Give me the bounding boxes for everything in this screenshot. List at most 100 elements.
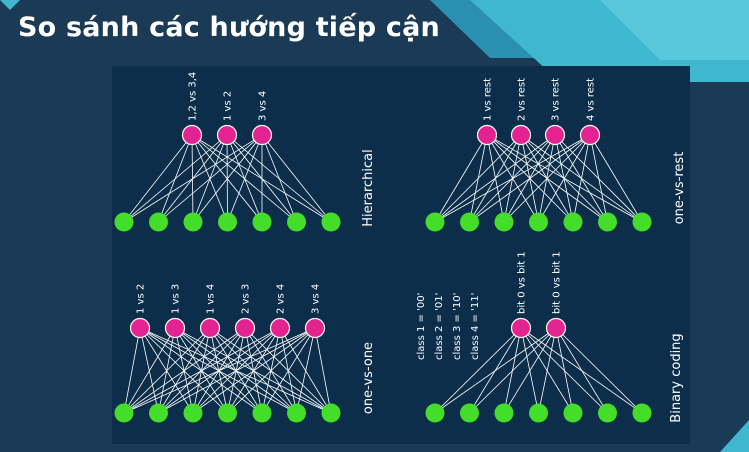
connection-edge <box>503 134 591 223</box>
input-node <box>183 212 203 232</box>
connection-edge <box>469 134 591 223</box>
connection-edge <box>572 134 591 223</box>
connection-edge <box>261 327 316 414</box>
connection-edge <box>538 327 557 414</box>
connection-edge <box>123 134 263 223</box>
output-node <box>181 124 203 146</box>
input-node <box>287 212 306 232</box>
panel-title: one-vs-rest <box>672 152 687 225</box>
output-node <box>234 317 256 339</box>
input-node <box>321 403 341 423</box>
output-label: 2 vs 3 <box>241 284 252 314</box>
connection-edge <box>434 327 522 414</box>
output-node <box>164 317 186 339</box>
connection-edge <box>192 134 263 223</box>
output-node <box>199 317 221 339</box>
input-node <box>149 403 168 423</box>
network-one-vs-rest: 1 vs rest 2 vs rest 3 vs rest 4 vs rest one-… <box>425 78 687 232</box>
connection-edge <box>555 327 608 414</box>
connection-edge <box>296 327 316 414</box>
output-label: 3 vs rest <box>551 78 562 121</box>
output-label: 4 vs rest <box>586 78 597 121</box>
output-label: 1 vs 4 <box>206 284 217 314</box>
output-node <box>545 317 567 339</box>
input-node <box>149 212 168 232</box>
input-node <box>114 403 134 423</box>
input-node <box>494 403 514 423</box>
connection-edge <box>123 134 193 223</box>
output-node <box>510 317 532 339</box>
input-node <box>563 212 583 232</box>
input-node <box>114 212 134 232</box>
input-node <box>460 403 479 423</box>
connection-edge <box>434 134 591 223</box>
corner-triangle-bottom-right <box>720 420 749 452</box>
network-hierarchical: 1,2 vs 3,4 1 vs 2 3 vs 4 Hierarchical <box>114 72 376 232</box>
connection-edge <box>314 327 332 414</box>
output-node <box>304 317 326 339</box>
connection-edge <box>123 327 141 414</box>
connection-edge <box>261 134 297 223</box>
output-node <box>476 124 498 146</box>
connection-edge <box>123 327 246 414</box>
input-node <box>287 403 306 423</box>
class-code-label: class 4 = '11' <box>470 293 481 360</box>
input-node <box>598 212 617 232</box>
output-label: 3 vs 4 <box>258 91 269 121</box>
output-label: 2 vs 4 <box>276 284 287 314</box>
connection-edge <box>227 134 263 223</box>
output-label: 1,2 vs 3,4 <box>188 72 199 121</box>
connection-edge <box>503 327 557 414</box>
connection-edge <box>434 134 522 223</box>
connection-edge <box>589 134 643 223</box>
corner-triangle-top-left <box>0 0 20 10</box>
input-node <box>183 403 203 423</box>
connection-edge <box>434 327 557 414</box>
connection-edge <box>123 134 228 223</box>
input-node <box>321 212 341 232</box>
network-binary-coding: bit 0 vs bit 1 bit 0 vs bit 1 Binary codin… <box>416 251 684 422</box>
input-node <box>529 403 548 423</box>
connection-edge <box>555 327 574 414</box>
panel-title: Hierarchical <box>361 149 376 226</box>
output-label: 1 vs 2 <box>223 91 234 121</box>
connection-edge <box>555 327 643 414</box>
output-label: bit 0 vs bit 1 <box>517 251 528 314</box>
class-code-label: class 1 = '00' <box>416 293 427 360</box>
input-node <box>425 403 445 423</box>
input-node <box>598 403 617 423</box>
output-node <box>579 124 601 146</box>
connection-edge <box>123 327 316 414</box>
output-label: 3 vs 4 <box>311 284 322 314</box>
class-code-label: class 3 = '10' <box>452 293 463 360</box>
output-node <box>251 124 273 146</box>
output-label: bit 0 vs bit 1 <box>552 251 563 314</box>
input-node <box>218 403 237 423</box>
input-node <box>218 212 237 232</box>
connection-edge <box>434 134 556 223</box>
output-label: 1 vs rest <box>483 78 494 121</box>
input-node <box>252 212 272 232</box>
connection-edge <box>123 327 211 414</box>
connection-edge <box>227 327 316 414</box>
output-node <box>216 124 238 146</box>
panel-title: Binary coding <box>669 333 684 422</box>
input-node <box>252 403 272 423</box>
output-node <box>510 124 532 146</box>
connection-edge <box>434 134 488 223</box>
input-node <box>494 212 514 232</box>
input-node <box>529 212 548 232</box>
output-label: 1 vs 2 <box>136 284 147 314</box>
output-label: 1 vs 3 <box>171 284 182 314</box>
slide-title: So sánh các hướng tiếp cận <box>18 12 440 43</box>
input-node <box>632 403 652 423</box>
connection-edge <box>589 134 608 223</box>
output-label: 2 vs rest <box>517 78 528 121</box>
input-node <box>632 212 652 232</box>
connection-edge <box>538 134 591 223</box>
output-node <box>544 124 566 146</box>
connection-edge <box>469 327 557 414</box>
connection-edge <box>158 134 263 223</box>
